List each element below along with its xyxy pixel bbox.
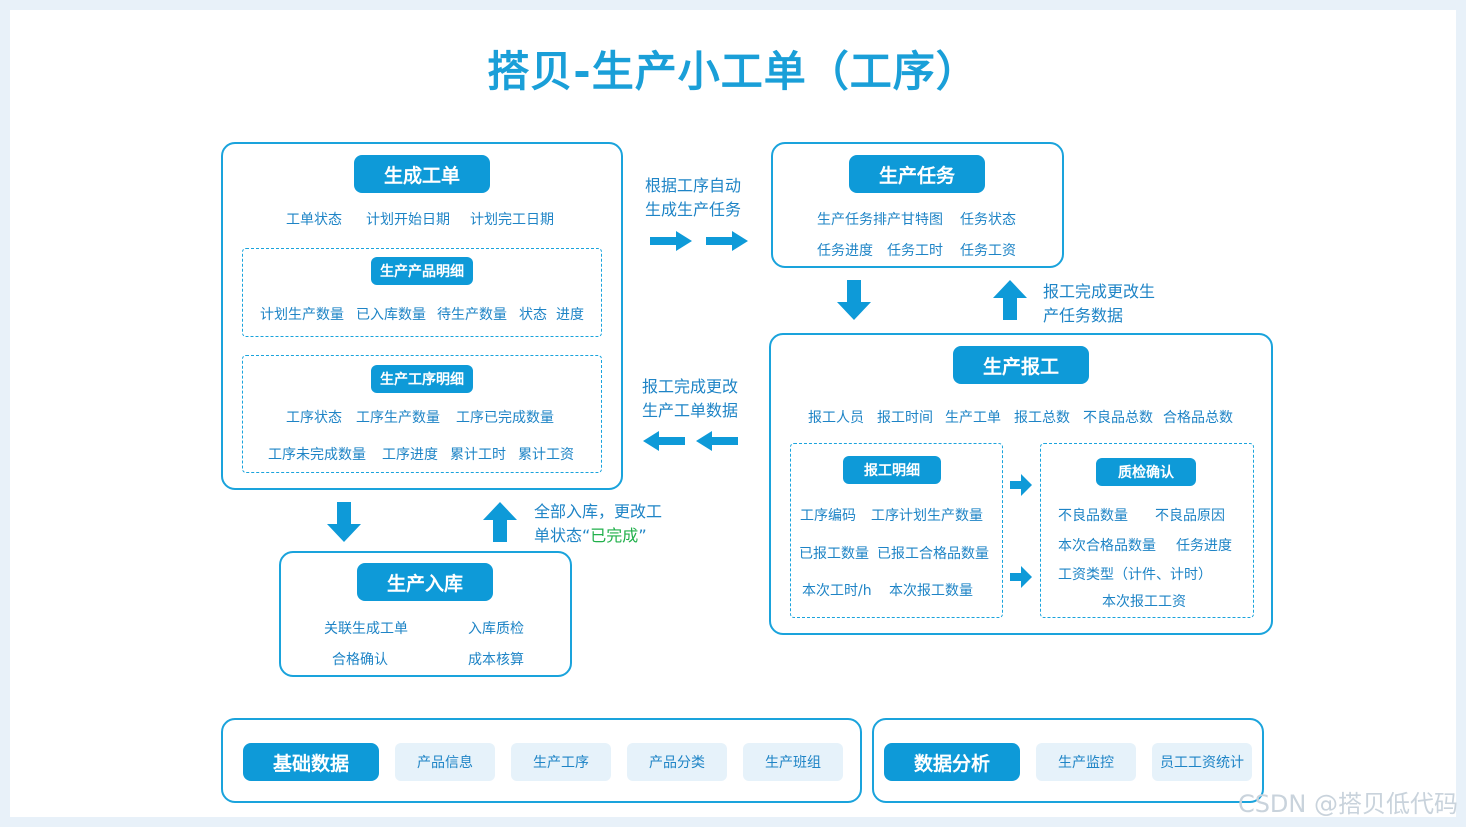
work-order-field: 计划开始日期	[366, 212, 450, 228]
product-detail-field: 计划生产数量	[260, 307, 344, 323]
process-detail-box	[242, 355, 602, 473]
product-detail-box	[242, 248, 602, 337]
arrow-left-icon	[696, 431, 738, 451]
quality-check-field: 不良品原因	[1155, 508, 1225, 524]
note-line: 根据工序自动	[645, 176, 742, 195]
stock-in-field: 合格确认	[332, 652, 388, 668]
basic-data-item[interactable]: 产品信息	[395, 743, 495, 781]
process-detail-field: 工序生产数量	[356, 410, 440, 426]
arrow-right-icon	[650, 231, 692, 251]
work-order-field: 工单状态	[286, 212, 342, 228]
product-detail-field: 状态	[519, 307, 547, 323]
work-order-field: 计划完工日期	[470, 212, 554, 228]
note-report-update-task: 报工完成更改生 产任务数据	[1043, 280, 1155, 328]
quality-check-field: 任务进度	[1176, 538, 1232, 554]
report-detail-box	[790, 443, 1003, 618]
report-detail-field: 已报工合格品数量	[877, 546, 989, 562]
quality-check-field: 本次合格品数量	[1058, 538, 1156, 554]
production-task-field: 任务工资	[960, 243, 1016, 259]
product-detail-field: 已入库数量	[356, 307, 426, 323]
quality-check-header[interactable]: 质检确认	[1096, 458, 1196, 486]
quality-check-field: 不良品数量	[1058, 508, 1128, 524]
data-analysis-header[interactable]: 数据分析	[884, 743, 1020, 781]
status-completed-text: 已完成	[590, 526, 639, 545]
page-title: 搭贝-生产小工单（工序）	[487, 47, 979, 96]
note-line: 报工完成更改	[642, 377, 739, 396]
product-detail-header[interactable]: 生产产品明细	[371, 257, 473, 285]
process-detail-header[interactable]: 生产工序明细	[371, 365, 473, 393]
production-report-field: 报工总数	[1014, 410, 1070, 426]
production-task-field: 任务进度	[817, 243, 873, 259]
note-line: 报工完成更改生	[1043, 282, 1156, 301]
note-line: 生成生产任务	[645, 200, 742, 219]
watermark: CSDN @搭贝低代码	[1237, 790, 1458, 818]
production-task-field: 生产任务排产甘特图	[817, 212, 943, 228]
report-detail-field: 本次工时/h	[802, 583, 872, 599]
note-report-update-order: 报工完成更改 生产工单数据	[642, 375, 738, 423]
work-order-header[interactable]: 生成工单	[354, 155, 490, 193]
basic-data-item[interactable]: 产品分类	[627, 743, 727, 781]
report-detail-field: 工序编码	[800, 508, 856, 524]
report-detail-field: 工序计划生产数量	[871, 508, 983, 524]
arrow-down-icon	[837, 280, 871, 320]
production-report-field: 不良品总数	[1083, 410, 1153, 426]
note-line: 生产工单数据	[642, 401, 739, 420]
report-detail-field: 本次报工数量	[889, 583, 973, 599]
process-detail-field: 工序状态	[286, 410, 342, 426]
arrow-up-icon	[993, 280, 1027, 320]
arrow-right-icon	[1010, 474, 1032, 496]
process-detail-field: 工序未完成数量	[268, 447, 366, 463]
arrow-down-icon	[327, 502, 361, 542]
basic-data-item[interactable]: 生产班组	[743, 743, 843, 781]
process-detail-field: 累计工时	[450, 447, 506, 463]
production-report-field: 生产工单	[945, 410, 1001, 426]
arrow-left-icon	[643, 431, 685, 451]
note-line: 全部入库，更改工	[534, 502, 663, 521]
note-text: 单状态“	[534, 526, 591, 545]
note-line: 单状态“已完成”	[534, 524, 662, 548]
note-text: ”	[638, 526, 647, 545]
production-report-field: 合格品总数	[1163, 410, 1233, 426]
report-detail-field: 已报工数量	[799, 546, 869, 562]
data-analysis-item[interactable]: 生产监控	[1036, 743, 1136, 781]
production-task-field: 任务状态	[960, 212, 1016, 228]
process-detail-field: 工序进度	[382, 447, 438, 463]
work-order-panel	[221, 142, 623, 490]
production-task-field: 任务工时	[887, 243, 943, 259]
arrow-right-icon	[706, 231, 748, 251]
process-detail-field: 累计工资	[518, 447, 574, 463]
production-report-field: 报工时间	[877, 410, 933, 426]
production-report-field: 报工人员	[808, 410, 864, 426]
quality-check-field: 工资类型（计件、计时）	[1058, 567, 1212, 583]
product-detail-field: 待生产数量	[437, 307, 507, 323]
production-report-header[interactable]: 生产报工	[953, 346, 1089, 384]
stock-in-field: 关联生成工单	[324, 621, 408, 637]
production-task-header[interactable]: 生产任务	[849, 155, 985, 193]
stock-in-header[interactable]: 生产入库	[357, 563, 493, 601]
report-detail-header[interactable]: 报工明细	[843, 456, 941, 484]
stock-in-field: 成本核算	[468, 652, 524, 668]
data-analysis-item[interactable]: 员工工资统计	[1152, 743, 1252, 781]
note-stock-in: 全部入库，更改工 单状态“已完成”	[534, 500, 662, 548]
arrow-right-icon	[1010, 566, 1032, 588]
stock-in-field: 入库质检	[468, 621, 524, 637]
quality-check-field: 本次报工工资	[1102, 594, 1186, 610]
process-detail-field: 工序已完成数量	[456, 410, 554, 426]
quality-check-box	[1040, 443, 1254, 618]
basic-data-item[interactable]: 生产工序	[511, 743, 611, 781]
note-line: 产任务数据	[1043, 306, 1124, 325]
product-detail-field: 进度	[556, 307, 584, 323]
basic-data-header[interactable]: 基础数据	[243, 743, 379, 781]
arrow-up-icon	[483, 502, 517, 542]
note-auto-task: 根据工序自动 生成生产任务	[645, 174, 741, 222]
